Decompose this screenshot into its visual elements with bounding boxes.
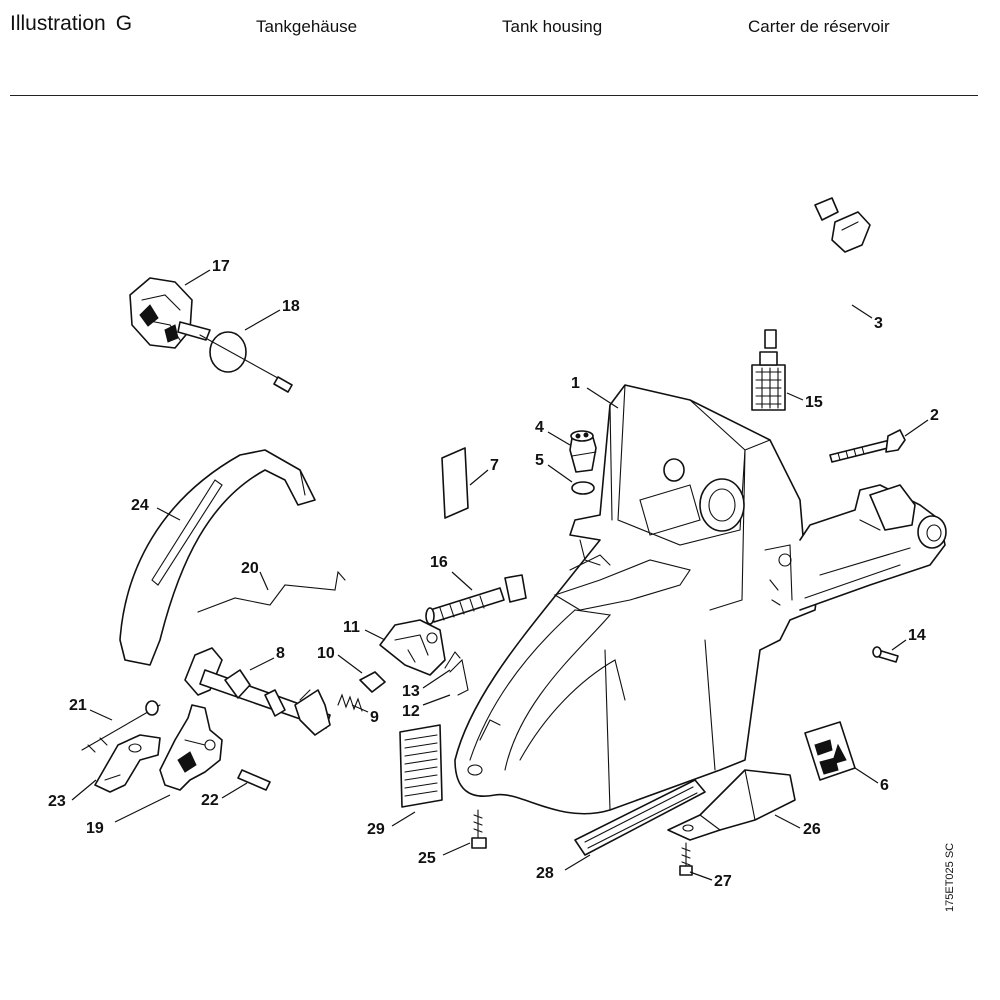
hand-guard-part: [119, 449, 316, 666]
callout-27: 27: [714, 873, 732, 890]
callout-23: 23: [48, 793, 66, 810]
throttle-shaft-part: [184, 647, 331, 736]
illustration-letter: G: [115, 12, 133, 35]
small-block-part: [359, 671, 386, 693]
illustration-label: Illustration: [10, 12, 106, 35]
trigger-part: [94, 734, 161, 793]
callout-8: 8: [276, 645, 285, 662]
wire-rod-part: [197, 570, 346, 613]
callout-5: 5: [535, 452, 544, 469]
callout-18: 18: [282, 298, 300, 315]
callout-3: 3: [874, 315, 883, 332]
callout-numbers: 1 2 3 4 5 6 7 8 9 10 11 12 13 14 15 16 1…: [48, 258, 939, 890]
ring-rod-part: [199, 331, 293, 393]
fuel-filter-part: [751, 351, 786, 411]
title-english: Tank housing: [502, 17, 603, 36]
callout-11: 11: [343, 619, 360, 636]
trigger-lever-part: [159, 704, 223, 791]
callout-22: 22: [201, 792, 219, 809]
header-rule: [10, 95, 978, 96]
leader-lines: [71, 269, 929, 881]
spring-part: [337, 693, 363, 712]
bottom-plate-part: [667, 769, 796, 841]
callout-9: 9: [370, 709, 379, 726]
callout-6: 6: [880, 777, 889, 794]
fuel-hose-part: [764, 197, 871, 349]
callout-19: 19: [86, 820, 104, 837]
rear-handle-rail: [799, 484, 947, 611]
callout-26: 26: [803, 821, 821, 838]
cap-part: [569, 430, 597, 473]
title-french: Carter de réservoir: [748, 17, 890, 36]
callout-14: 14: [908, 627, 926, 644]
o-ring-small-part: [571, 481, 595, 495]
tank-housing-part: [454, 384, 821, 815]
callout-17: 17: [212, 258, 230, 275]
ribbed-label-part: [399, 724, 443, 808]
callout-1: 1: [571, 375, 580, 392]
illustration-title: Illustration G: [10, 12, 132, 36]
warning-label-part: [804, 721, 856, 781]
callout-21: 21: [69, 697, 87, 714]
screw-25-part: [471, 809, 487, 849]
callout-25: 25: [418, 850, 436, 867]
callout-7: 7: [490, 457, 499, 474]
callout-13: 13: [402, 683, 420, 700]
sticker-part: [441, 447, 469, 519]
callout-2: 2: [930, 407, 939, 424]
drawing-code: 175ET025 SC: [944, 843, 956, 912]
spring-clip-part: [444, 651, 461, 669]
callout-28: 28: [536, 865, 554, 882]
callout-4: 4: [535, 419, 544, 436]
coil-spring-part: [81, 700, 161, 753]
pickup-elbow-part: [425, 574, 527, 625]
title-german: Tankgehäuse: [256, 17, 358, 36]
filter-cap-assembly-part: [129, 277, 211, 349]
bolt-part: [829, 429, 906, 463]
callout-15: 15: [805, 394, 823, 411]
callout-29: 29: [367, 821, 385, 838]
foot-strip-part: [574, 779, 706, 856]
interlock-lever-part: [379, 619, 446, 676]
callout-24: 24: [131, 497, 149, 514]
screw-part: [872, 646, 899, 663]
callout-12: 12: [402, 703, 420, 720]
callout-10: 10: [317, 645, 335, 662]
wire-spring-part: [449, 658, 469, 696]
screw-27-part: [679, 842, 693, 876]
pin-part: [237, 769, 271, 791]
callout-20: 20: [241, 560, 259, 577]
callout-16: 16: [430, 554, 448, 571]
